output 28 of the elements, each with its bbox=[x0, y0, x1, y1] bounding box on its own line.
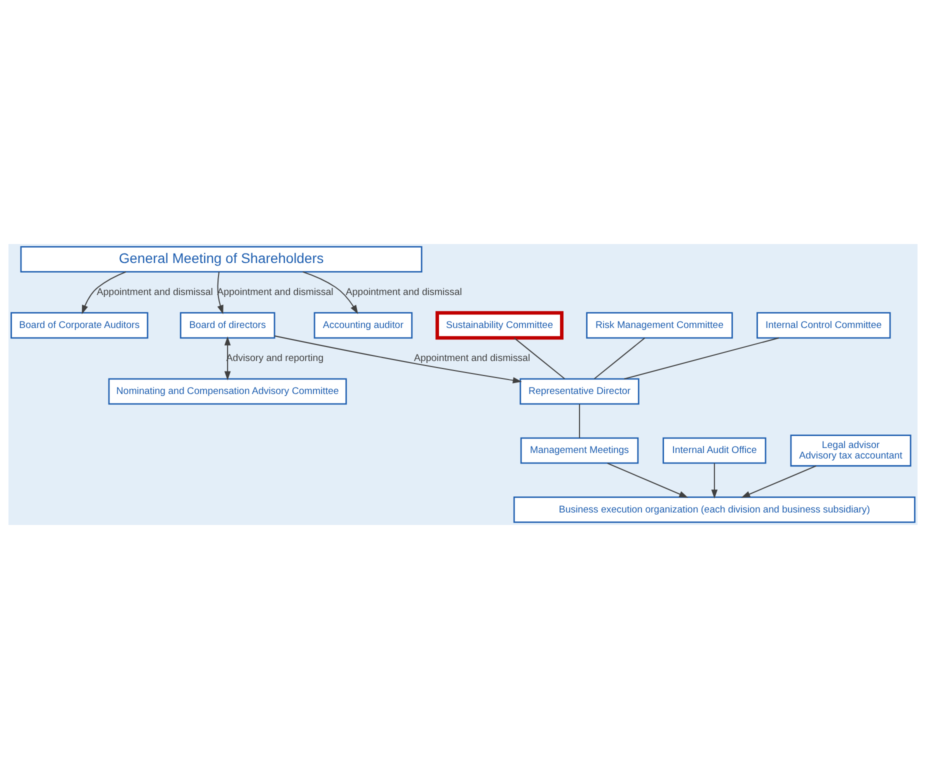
node-box: Business execution organization (each division and business subsidiary) bbox=[513, 496, 916, 522]
node-box: Management Meetings bbox=[520, 436, 639, 464]
edge-label: Appointment and dismissal bbox=[414, 352, 530, 364]
node-box: General Meeting of Shareholders bbox=[20, 246, 422, 272]
arrow bbox=[711, 462, 718, 498]
node-box: Internal Audit Office bbox=[662, 436, 766, 464]
arrow bbox=[741, 464, 816, 498]
node-box: Risk Management Committee bbox=[586, 312, 733, 338]
connector bbox=[578, 404, 580, 438]
connector bbox=[594, 337, 646, 379]
node-box: Sustainability Committee bbox=[436, 310, 564, 340]
arrow bbox=[302, 270, 358, 314]
connector bbox=[624, 336, 779, 379]
edge-label: Appointment and dismissal bbox=[346, 286, 462, 298]
arrow bbox=[607, 462, 688, 498]
arrow bbox=[217, 271, 224, 314]
edge-label: Appointment and dismissal bbox=[96, 286, 213, 298]
node-box: Board of Corporate Auditors bbox=[10, 312, 148, 338]
arrow bbox=[274, 334, 522, 383]
node-box: Representative Director bbox=[520, 378, 640, 404]
node-box: Accounting auditor bbox=[314, 312, 413, 338]
node-box: Nominating and Compensation Advisory Committee bbox=[108, 378, 347, 404]
arrow bbox=[224, 336, 231, 380]
node-box: Legal advisor Advisory tax accountant bbox=[790, 434, 912, 466]
node-box: Board of directors bbox=[180, 312, 276, 338]
arrow bbox=[82, 270, 126, 314]
connector bbox=[514, 337, 565, 379]
node-box: Internal Control Committee bbox=[756, 312, 891, 338]
